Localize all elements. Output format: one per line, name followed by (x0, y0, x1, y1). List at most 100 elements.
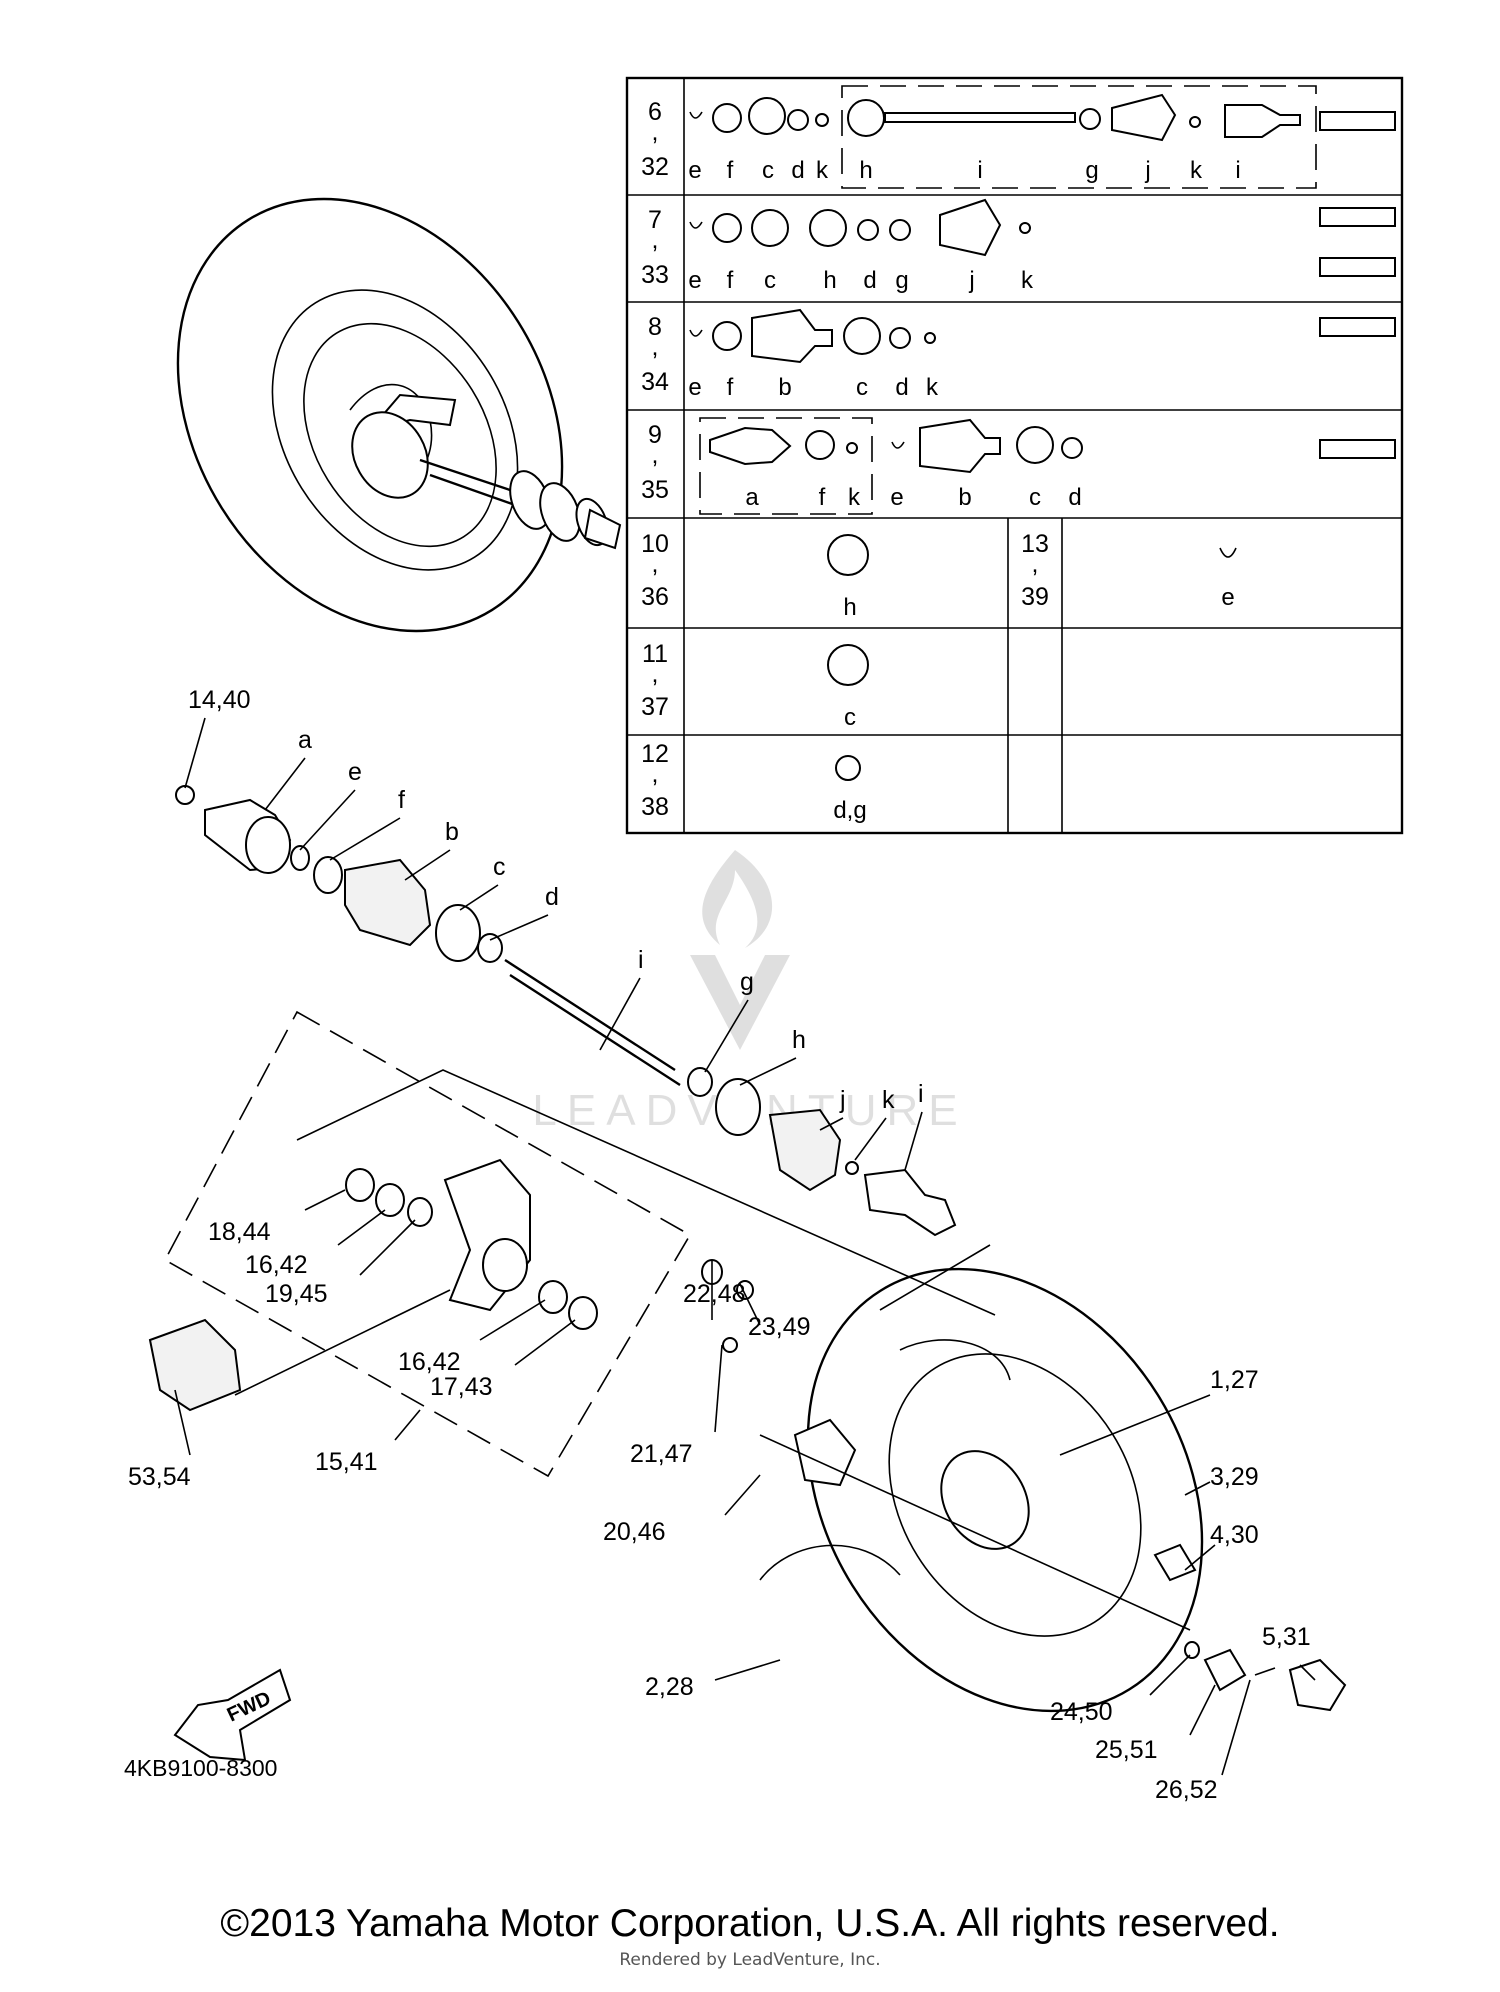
driveshaft-exploded (175, 785, 957, 1237)
row1-parts (689, 93, 1396, 142)
row6-comma: , (652, 660, 659, 688)
row2-letter: h (823, 267, 836, 294)
wheel-assembly-illustration (176, 197, 622, 633)
row5-letter2: e (1221, 584, 1234, 611)
callout-f: f (398, 786, 405, 814)
callout-16-42-a: 16,42 (245, 1251, 308, 1279)
row3-parts (689, 308, 1396, 364)
callout-c: c (493, 853, 506, 881)
callout-i: i (638, 946, 644, 974)
callout-22-48: 22,48 (683, 1280, 746, 1308)
fwd-arrow-icon: FWD (173, 1668, 292, 1762)
row4-num-a: 9 (648, 421, 662, 449)
callout-i2: i (918, 1080, 924, 1108)
row5-num-a2: 13 (1021, 530, 1049, 558)
row3-letter: c (856, 374, 868, 401)
row2-num-b: 33 (641, 261, 669, 289)
row1-letter: f (727, 157, 734, 184)
callout-21-47: 21,47 (630, 1440, 693, 1468)
callout-g: g (740, 968, 754, 996)
row2-parts (689, 198, 1396, 277)
knuckle-group (148, 1010, 996, 1478)
row2-letter: c (764, 267, 776, 294)
row7-letter: d,g (833, 797, 866, 824)
row4-letter: d (1068, 484, 1081, 511)
row4-num-b: 35 (641, 476, 669, 504)
row5-comma: , (652, 550, 659, 578)
callout-j: j (839, 1086, 846, 1114)
row4-letter: f (819, 484, 826, 511)
row1-letter: k (816, 157, 829, 184)
row6-num-b: 37 (641, 693, 669, 721)
callout-20-46: 20,46 (603, 1518, 666, 1546)
callout-2-28: 2,28 (645, 1673, 694, 1701)
callout-leaders (174, 717, 1316, 1776)
callout-3-29: 3,29 (1210, 1463, 1259, 1491)
row3-letter: f (727, 374, 734, 401)
row1-letter: d (791, 157, 804, 184)
callout-e: e (348, 758, 362, 786)
row1-letter: i (1235, 157, 1240, 184)
row5-num-b: 36 (641, 583, 669, 611)
row3-num-a: 8 (648, 313, 662, 341)
callout-26-52: 26,52 (1155, 1776, 1218, 1804)
row1-letters: e f c d k h i g j k i (688, 157, 1240, 184)
row1-num-b: 32 (641, 153, 669, 181)
callout-17-43: 17,43 (430, 1373, 493, 1401)
row7-comma: , (652, 760, 659, 788)
row1-letter: c (762, 157, 774, 184)
row3-letter: b (778, 374, 791, 401)
row7-clamp-part (835, 755, 861, 781)
callout-a: a (298, 726, 312, 754)
row4-letters: a f k e b c d (745, 484, 1081, 511)
row4-letter: e (890, 484, 903, 511)
row1-letter: k (1190, 157, 1203, 184)
row1-letter: i (977, 157, 982, 184)
row3-letter: e (688, 374, 701, 401)
row4-letter: b (958, 484, 971, 511)
row5-letter: h (843, 594, 856, 621)
row1-comma: , (652, 118, 659, 146)
row5-num-b2: 39 (1021, 583, 1049, 611)
row4-parts (709, 418, 1396, 474)
callout-19-45: 19,45 (265, 1280, 328, 1308)
callout-k: k (882, 1086, 895, 1114)
row5-num-a: 10 (641, 530, 669, 558)
callout-23-49: 23,49 (748, 1313, 811, 1341)
row3-letters: e f b c d k (688, 374, 939, 401)
callout-1-27: 1,27 (1210, 1366, 1259, 1394)
row5-clip-part (1219, 547, 1237, 558)
row5-clamp-part (827, 534, 869, 576)
callout-53-54: 53,54 (128, 1463, 191, 1491)
row6-num-a: 11 (642, 640, 668, 668)
callout-15-41: 15,41 (315, 1448, 378, 1476)
row2-letter: k (1021, 267, 1034, 294)
row4-letter: c (1029, 484, 1041, 511)
callout-24-50: 24,50 (1050, 1698, 1113, 1726)
row2-num-a: 7 (648, 206, 662, 234)
row4-comma: , (652, 441, 659, 469)
row2-comma: , (652, 226, 659, 254)
callout-b: b (445, 818, 459, 846)
callout-4-30: 4,30 (1210, 1521, 1259, 1549)
callout-5-31: 5,31 (1262, 1623, 1311, 1651)
row4-letter: a (745, 484, 759, 511)
copyright-notice: ©2013 Yamaha Motor Corporation, U.S.A. A… (220, 1902, 1280, 1945)
row3-comma: , (652, 333, 659, 361)
row2-letter: f (727, 267, 734, 294)
row3-num-b: 34 (641, 368, 669, 396)
diagram-code: 4KB9100-8300 (124, 1755, 278, 1781)
row2-letters: e f c h d g j k (688, 267, 1034, 294)
callout-labels: 14,40 a e f b c d i g h j k i 18,44 16,4… (128, 686, 1311, 1804)
row1-letter: e (688, 157, 701, 184)
row2-letter: e (688, 267, 701, 294)
row7-num-a: 12 (641, 740, 669, 768)
callout-14-40: 14,40 (188, 686, 251, 714)
parts-table: 6 , 32 e f c d k h i g j k i (625, 76, 1404, 835)
row1-letter: h (859, 157, 872, 184)
rendered-by-notice: Rendered by LeadVenture, Inc. (619, 1950, 881, 1970)
row1-letter: j (1144, 157, 1150, 184)
row2-letter: d (863, 267, 876, 294)
callout-16-42-b: 16,42 (398, 1348, 461, 1376)
row4-letter: k (848, 484, 861, 511)
